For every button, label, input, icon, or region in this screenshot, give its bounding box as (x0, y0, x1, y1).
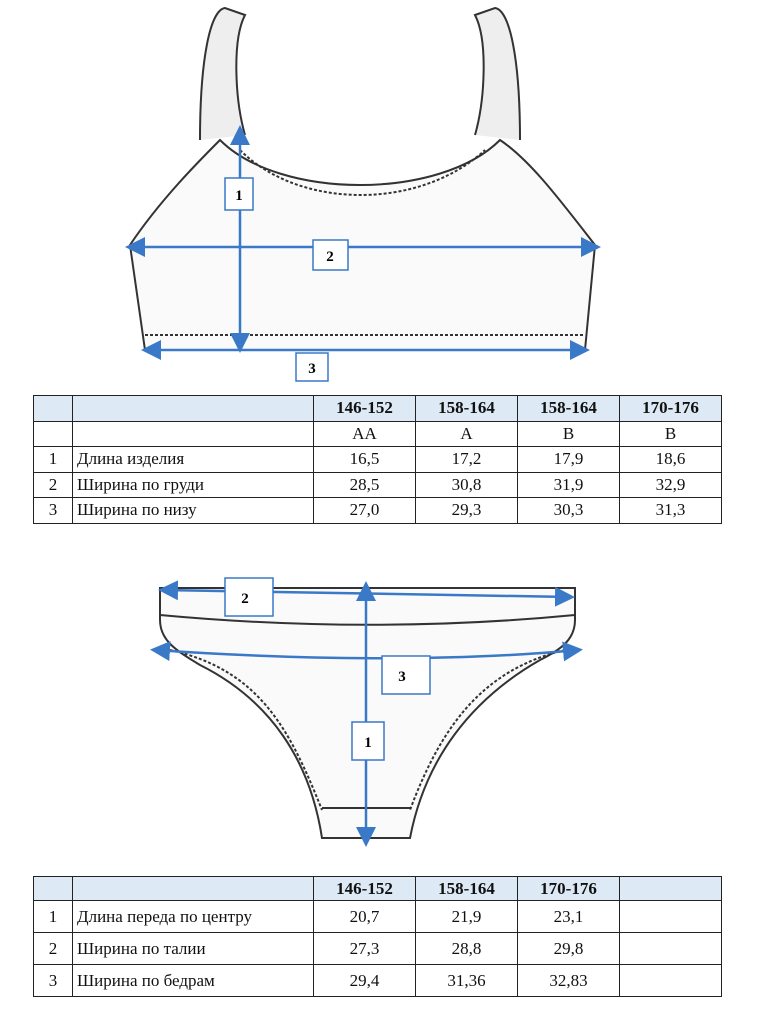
row-number: 2 (33, 471, 73, 498)
value-cell: 27,3 (313, 932, 416, 965)
label-2: 2 (326, 249, 334, 265)
row-label: Ширина по груди (72, 471, 314, 498)
row-number: 3 (33, 964, 73, 997)
header-cell (72, 395, 314, 422)
header-cell (33, 395, 73, 422)
value-cell: 17,2 (415, 446, 518, 473)
row-label: Ширина по низу (72, 497, 314, 524)
table-row: 3 Ширина по бедрам 29,4 31,36 32,83 (33, 964, 722, 997)
cup-cell: AA (313, 420, 416, 447)
cup-cell: B (619, 420, 722, 447)
table-row: 2 Ширина по груди 28,5 30,8 31,9 32,9 (33, 471, 722, 498)
briefs-drawing (159, 587, 576, 839)
value-cell: 28,8 (415, 932, 518, 965)
header-cell: 158-164 (415, 395, 518, 422)
header-cell: 146-152 (313, 395, 416, 422)
row-number: 1 (33, 900, 73, 933)
header-cell: 146-152 (313, 876, 416, 901)
row-number: 2 (33, 932, 73, 965)
row-number: 3 (33, 497, 73, 524)
briefs-number-boxes: 1 2 3 (224, 577, 431, 761)
value-cell: 23,1 (517, 900, 620, 933)
briefs-size-table: 146-152 158-164 170-176 1 Длина переда п… (33, 876, 722, 997)
table-header-row: 146-152 158-164 170-176 (33, 876, 722, 901)
label-2: 2 (241, 591, 249, 607)
value-cell (619, 900, 722, 933)
value-cell: 30,8 (415, 471, 518, 498)
header-cell (619, 876, 722, 901)
value-cell (619, 932, 722, 965)
value-cell: 18,6 (619, 446, 722, 473)
header-cell (33, 876, 73, 901)
value-cell: 32,83 (517, 964, 620, 997)
header-cell: 170-176 (619, 395, 722, 422)
cup-row: AA A B B (33, 420, 722, 447)
value-cell: 31,36 (415, 964, 518, 997)
value-cell (619, 964, 722, 997)
value-cell: 27,0 (313, 497, 416, 524)
value-cell: 32,9 (619, 471, 722, 498)
bra-drawing (128, 6, 597, 351)
bra-size-table: 146-152 158-164 158-164 170-176 AA A B B… (33, 395, 722, 524)
row-label: Длина переда по центру (72, 900, 314, 933)
row-label: Ширина по талии (72, 932, 314, 965)
value-cell: 17,9 (517, 446, 620, 473)
row-number: 1 (33, 446, 73, 473)
value-cell: 30,3 (517, 497, 620, 524)
cup-cell (33, 420, 73, 447)
table-header-row: 146-152 158-164 158-164 170-176 (33, 395, 722, 422)
table-row: 1 Длина переда по центру 20,7 21,9 23,1 (33, 900, 722, 933)
bra-measure-arrows (125, 125, 601, 360)
label-3: 3 (398, 669, 406, 685)
header-cell (72, 876, 314, 901)
value-cell: 31,3 (619, 497, 722, 524)
label-1: 1 (364, 735, 372, 751)
cup-cell: A (415, 420, 518, 447)
bra-number-boxes: 1 2 3 (224, 177, 349, 382)
header-cell: 158-164 (517, 395, 620, 422)
value-cell: 29,8 (517, 932, 620, 965)
value-cell: 31,9 (517, 471, 620, 498)
value-cell: 29,3 (415, 497, 518, 524)
value-cell: 20,7 (313, 900, 416, 933)
row-label: Длина изделия (72, 446, 314, 473)
cup-cell: B (517, 420, 620, 447)
value-cell: 16,5 (313, 446, 416, 473)
value-cell: 21,9 (415, 900, 518, 933)
header-cell: 170-176 (517, 876, 620, 901)
value-cell: 28,5 (313, 471, 416, 498)
table-row: 3 Ширина по низу 27,0 29,3 30,3 31,3 (33, 497, 722, 524)
table-row: 2 Ширина по талии 27,3 28,8 29,8 (33, 932, 722, 965)
header-cell: 158-164 (415, 876, 518, 901)
table-row: 1 Длина изделия 16,5 17,2 17,9 18,6 (33, 446, 722, 473)
label-3: 3 (308, 361, 316, 377)
cup-cell (72, 420, 314, 447)
value-cell: 29,4 (313, 964, 416, 997)
label-1: 1 (235, 188, 243, 204)
row-label: Ширина по бедрам (72, 964, 314, 997)
